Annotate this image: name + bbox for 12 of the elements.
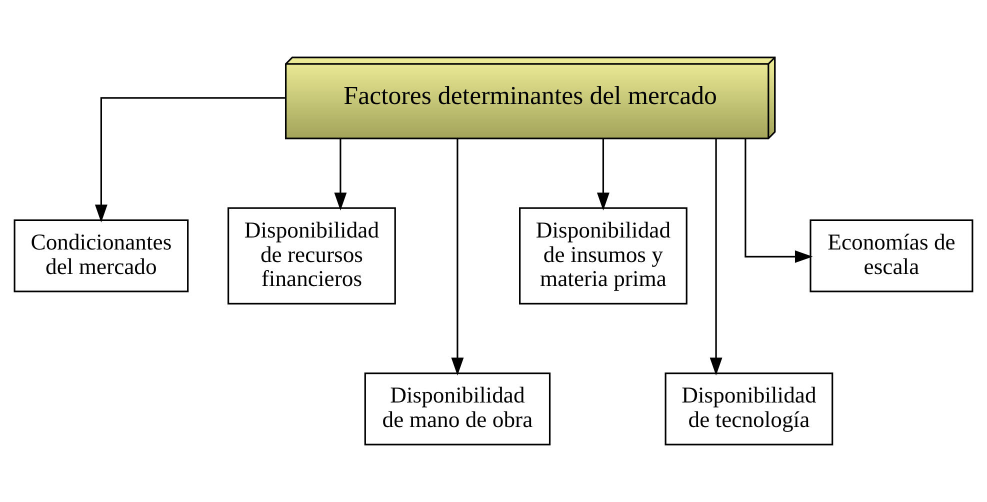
node-box: Disponibilidad de insumos y materia prima	[519, 207, 688, 304]
arrow	[451, 138, 464, 376]
node-box: Economías de escala	[810, 219, 974, 292]
arrow	[94, 97, 286, 222]
node-box: Disponibilidad de mano de obra	[364, 372, 551, 446]
arrow	[710, 138, 722, 376]
node-box: Disponibilidad de recursos financieros	[228, 207, 396, 304]
node-box: Condicionantes del mercado	[14, 219, 189, 292]
arrow	[596, 138, 610, 210]
node-box: Disponibilidad de tecnología	[664, 372, 834, 446]
arrow	[334, 138, 347, 210]
arrow	[744, 138, 813, 263]
